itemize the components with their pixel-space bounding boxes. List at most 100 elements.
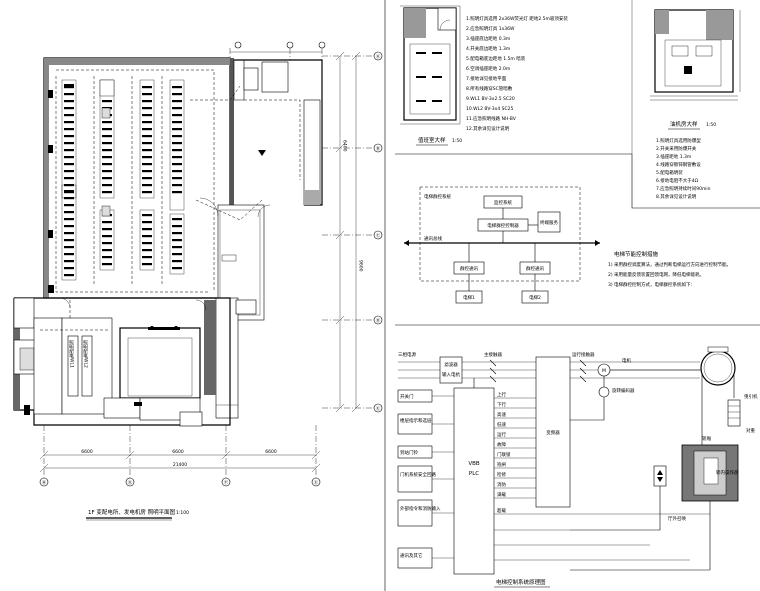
fixture-mark [64,121,74,124]
fixture-mark [142,163,152,166]
fixture-mark [102,177,112,180]
fixture-mark [142,256,152,259]
fixture-mark [102,163,112,166]
axis-bubble-G: Ⓖ [128,479,133,486]
detail-right: 油机房大样 1:50 1.照明灯具选用防爆型 2.开关采用防爆开关 3.插座距地… [650,9,741,200]
plc-signal: 消防 [497,481,506,488]
detail-right-note: 1.照明灯具选用防爆型 [656,137,701,144]
input-label: 通讯及其它 [400,552,423,559]
traction-sheave [700,350,736,386]
detail-left-note: 10.WL2 BV-3x4 SC25 [466,106,513,112]
plc-signal: 上行 [497,391,506,398]
left-wall-hatch [44,58,49,298]
fixture-mark [64,197,74,200]
control-note: 2) 采用能量反馈装置回馈电网，降低电梯能耗。 [608,271,704,278]
svg-text:照明配电WL2: 照明配电WL2 [83,340,89,368]
fixture-mark [172,267,182,270]
fixture-mark [142,135,152,138]
left-inputs: 开关门 楼层指示和选层 到站门铃 门机系统安全回路 外部指令和消防输入 通讯及其… [397,389,454,569]
plc-signal: 抱闸 [497,461,506,468]
filter-label: 滤波器 [444,361,458,368]
fixture-mark [102,263,112,266]
fixture-mark [102,128,112,131]
detail-left-note: 2.应急照明灯具 1x36W [466,25,515,32]
fixture-mark [142,93,152,96]
encoder-symbol [598,386,610,398]
fixture-mark [102,235,112,238]
oil-store [103,397,141,419]
fixture-mark [172,114,182,117]
fixture-mark [102,249,112,252]
detail-left-note: 3.插座底边距地 0.3m [466,35,510,42]
fixture-mark [64,177,74,180]
detail-left-note: 4.开关底边距地 1.3m [466,45,510,52]
detail-left-scale: 1:50 [452,138,462,144]
axis-bubble-B: Ⓑ [376,145,381,152]
control-room [33,317,63,415]
control-notes-title: 电梯节能控制措施 [614,250,659,258]
fixture-mark [172,163,182,166]
fixture-mark [64,86,74,89]
top-wall-hatch [44,58,230,65]
fixture-mark [142,221,152,224]
fixture-mark [64,149,74,152]
detail-right-note: 8.其余详见设计说明 [656,193,697,200]
power-label: 三相电源 [398,351,416,358]
run-contactor-label: 运行接触器 [572,351,595,358]
fixture-mark [142,86,152,89]
detail-left-note: 6.空调插座距地 2.0m [466,65,510,72]
fixture-mark [142,149,152,152]
motor-label: 电机 [622,357,631,364]
fixture-mark [102,142,112,145]
floor-plan-scale: 1:100 [176,510,189,516]
input-label: 门机系统安全回路 [400,471,436,478]
detail-left-note: 7.接地详见接地平面 [466,75,507,82]
filter-box [439,356,463,384]
plc-signal: 高速 [497,411,506,418]
stair-small [13,297,35,329]
fixture-mark [172,177,182,180]
fixture-mark [64,184,74,187]
fixture-mark [172,121,182,124]
stair-well [215,297,239,419]
input-label: 楼层指示和选层 [400,417,432,424]
detail-right-note: 2.开关采用防爆开关 [656,145,697,152]
control-frame [419,186,581,282]
fixture-mark [172,253,182,256]
fixture-mark [172,149,182,152]
svg-text:M: M [602,368,606,374]
fixture-mark [142,100,152,103]
axis-grid-top [229,41,326,60]
inverter [535,356,571,508]
svg-text:照明配电WL1: 照明配电WL1 [69,340,75,368]
fixture-mark [172,239,182,242]
fixture-mark [142,263,152,266]
hall-button-label: 厅外召唤 [668,515,686,522]
input-label: 外部指令和消防输入 [400,505,441,512]
fixture-mark [64,267,74,270]
fixture-mark [64,225,74,228]
fixture-mark [172,156,182,159]
detail-left-note: 9.WL1 BV-3x2.5 SC20 [466,96,515,102]
axis-grid-bottom: 6600 6600 6600 21400 Ⓗ Ⓖ Ⓕ Ⓔ [39,425,321,487]
fixture-mark [102,121,112,124]
fixture-mark [172,225,182,228]
fixture-mark [142,156,152,159]
fixture-mark [102,149,112,152]
plc-signal: 低速 [497,421,506,428]
detail-left-notes: 1.照明灯具选用 2x36W荧光灯 距地2.5m吸顶安装 2.应急照明灯具 1x… [466,15,568,132]
fixture-mark [142,114,152,117]
axis-bubble-C: Ⓒ [376,232,381,239]
wiring-diagram: 三相电源 主接触器 运行接触器 滤波器 输入电抗 变频器 M 电机 旋转编码器 … [397,346,758,588]
fixture-mark [172,142,182,145]
car-panel [703,457,719,485]
fixture-mark [142,228,152,231]
dim-bottom-3: 6600 [265,449,277,455]
fixture-mark [64,156,74,159]
fixture-mark [64,239,74,242]
light-symbol [258,150,266,156]
fixture-mark [64,274,74,277]
fixture-mark [142,170,152,173]
fixture-mark [142,242,152,245]
fixture-mark [64,190,74,193]
